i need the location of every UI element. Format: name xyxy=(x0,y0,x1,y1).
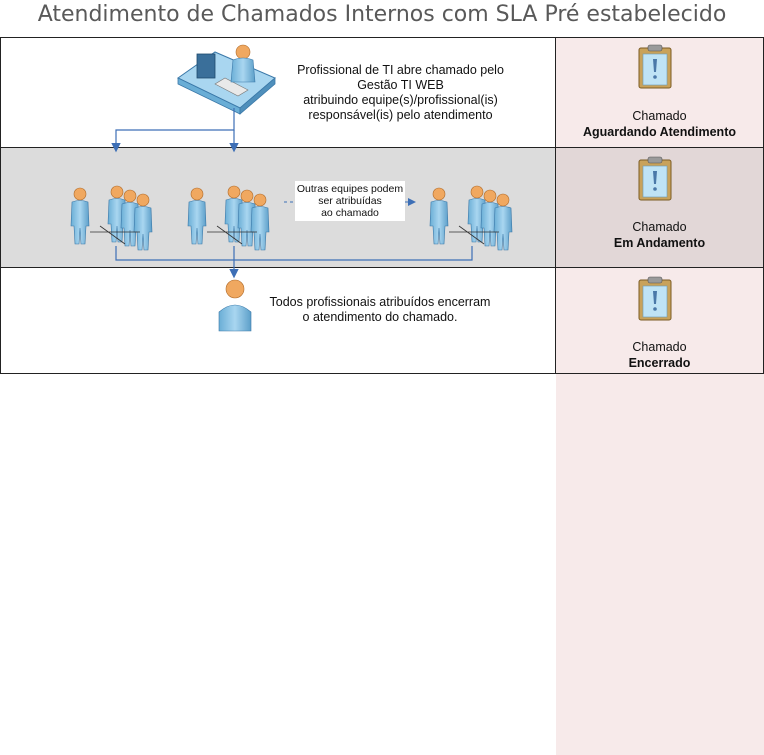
page-title: Atendimento de Chamados Internos com SLA… xyxy=(37,2,727,27)
status-label: Chamado xyxy=(632,109,687,123)
lane-1-description: Profissional de TI abre chamado pelo Ges… xyxy=(283,63,518,123)
lane-3-desc-line: Todos profissionais atribuídos encerram xyxy=(269,295,491,309)
final-professional-icon xyxy=(218,279,252,332)
status-value: Aguardando Atendimento xyxy=(582,125,736,139)
lane-1-desc-line: responsável(is) pelo atendimento xyxy=(308,108,493,122)
note-line: ser atribuídas xyxy=(318,195,382,207)
status-label: Chamado xyxy=(632,340,687,354)
lane-3-desc-line: o atendimento do chamado. xyxy=(302,310,458,324)
clipboard-icon-aguardando xyxy=(638,44,672,89)
note-line: ao chamado xyxy=(321,207,379,219)
team-2 xyxy=(187,185,270,251)
clipboard-icon-em-andamento xyxy=(638,156,672,201)
lane-divider xyxy=(555,37,556,373)
team-3 xyxy=(429,185,513,251)
clipboard-icon-encerrado xyxy=(638,276,672,321)
status-label: Chamado xyxy=(632,220,687,234)
status-encerrado: Chamado Encerrado xyxy=(556,339,763,371)
lane-3-description: Todos profissionais atribuídos encerram … xyxy=(255,295,505,325)
note-line: Outras equipes podem xyxy=(296,183,404,195)
status-aguardando: Chamado Aguardando Atendimento xyxy=(556,108,763,140)
status-em-andamento: Chamado Em Andamento xyxy=(556,219,763,251)
status-value: Encerrado xyxy=(628,356,691,370)
team-1 xyxy=(70,185,153,251)
status-value: Em Andamento xyxy=(613,236,706,250)
lane-1-desc-line: atribuindo equipe(s)/profissional(is) xyxy=(303,93,498,107)
lane-1-desc-line: Profissional de TI abre chamado pelo xyxy=(297,63,504,77)
other-teams-note: Outras equipes podem ser atribuídas ao c… xyxy=(295,181,405,221)
lane-1-desc-line: Gestão TI WEB xyxy=(357,78,444,92)
workstation-icon xyxy=(177,44,276,115)
